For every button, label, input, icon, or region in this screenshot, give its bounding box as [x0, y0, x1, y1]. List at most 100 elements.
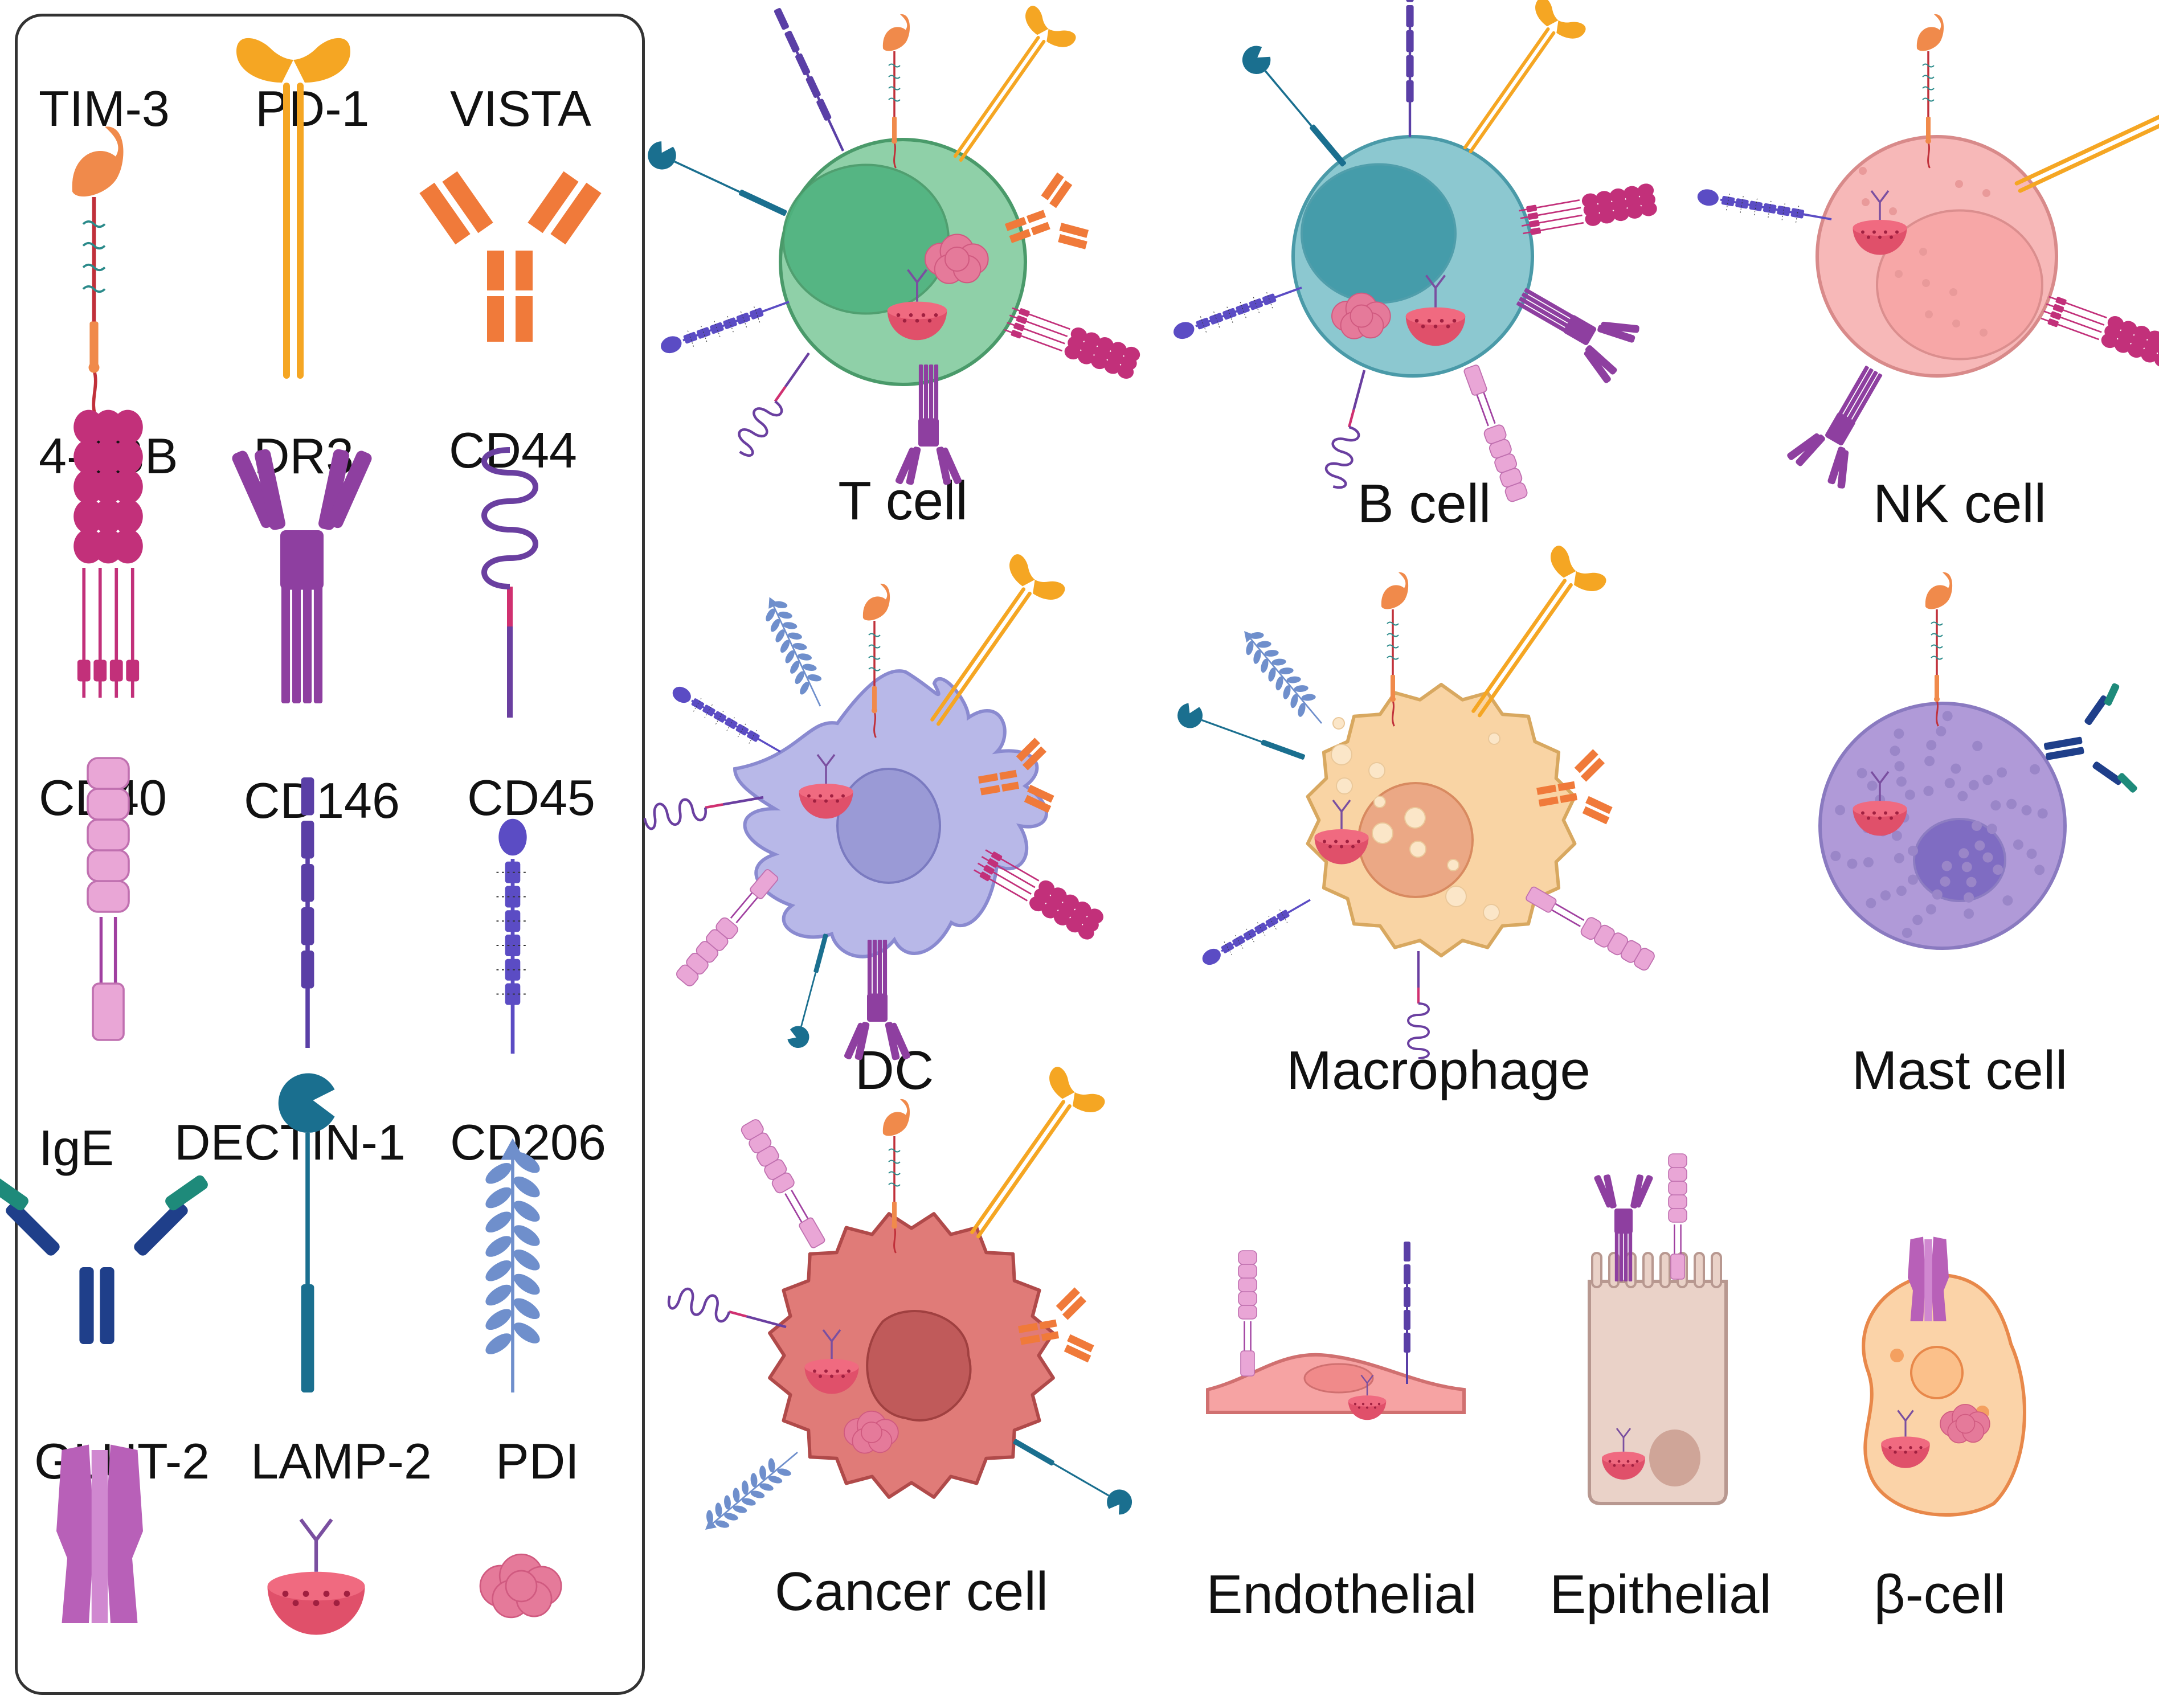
cd45-receptor-icon — [496, 818, 529, 1054]
cell-label-beta-cell: β-cell — [1874, 1564, 2006, 1625]
lamp2-receptor-icon — [887, 269, 947, 341]
tim3-receptor-icon — [882, 1099, 910, 1254]
cd146-receptor-icon — [301, 777, 314, 1048]
legend-label-cd45: CD45 — [467, 769, 595, 826]
tim3-receptor-icon — [1925, 572, 1953, 727]
4-1bb-receptor-icon — [2041, 296, 2159, 368]
cell-label-b-cell: B cell — [1357, 473, 1491, 534]
cd44-receptor-icon — [1324, 370, 1366, 489]
dectin1-receptor-icon — [278, 1073, 335, 1392]
pd1-receptor-icon — [236, 38, 350, 379]
dectin1-receptor-icon — [1013, 1439, 1132, 1515]
cell-label-nk-cell: NK cell — [1872, 473, 2047, 534]
vista-receptor-icon — [978, 738, 1054, 813]
4-1bb-receptor-icon — [73, 409, 143, 698]
tim3-receptor-icon — [1381, 572, 1409, 727]
ige-receptor-icon — [0, 1175, 208, 1344]
cd45-receptor-icon — [1202, 899, 1311, 965]
cd45-receptor-icon — [661, 301, 790, 354]
cd40-receptor-icon — [741, 1119, 825, 1248]
pd1-receptor-icon — [930, 554, 1065, 726]
pd1-receptor-icon — [2014, 108, 2159, 193]
vista-receptor-icon — [1536, 749, 1613, 825]
pd1-receptor-icon — [1463, 0, 1586, 153]
lamp2-receptor-icon — [1405, 275, 1466, 346]
dr3-receptor-icon — [844, 940, 911, 1060]
mast-cell — [1818, 702, 2067, 950]
cd45-receptor-icon — [1173, 286, 1302, 339]
cell-label-macrophage: Macrophage — [1286, 1040, 1590, 1101]
legend-label-pdi: PDI — [496, 1433, 579, 1489]
dr3-receptor-icon — [1516, 288, 1639, 383]
dr3-receptor-icon — [1787, 366, 1883, 489]
cd206-receptor-icon — [485, 1138, 540, 1392]
cd44-receptor-icon — [643, 796, 764, 830]
dectin1-receptor-icon — [1177, 703, 1305, 760]
ige-receptor-icon — [2043, 683, 2137, 793]
cd146-receptor-icon — [1404, 1242, 1410, 1384]
legend-label-vista: VISTA — [450, 80, 591, 137]
legend-label-tim3: TIM-3 — [39, 80, 170, 137]
cell-label-mast-cell: Mast cell — [1851, 1040, 2068, 1101]
tim3-receptor-icon — [1916, 14, 1944, 169]
glut2-receptor-icon — [56, 1444, 143, 1623]
pd1-receptor-icon — [1471, 546, 1606, 718]
legend-label-pd1: PD-1 — [255, 80, 370, 137]
cd40-receptor-icon — [87, 757, 130, 1041]
lamp2-receptor-icon — [1853, 190, 1907, 255]
pdi-receptor-icon — [844, 1410, 899, 1454]
tim3-receptor-icon — [882, 14, 910, 169]
vista-receptor-icon — [419, 171, 602, 342]
dendritic-cell — [733, 669, 1048, 959]
cd146-receptor-icon — [1406, 0, 1414, 137]
lamp2-receptor-icon — [1314, 799, 1369, 865]
pdi-receptor-icon — [479, 1553, 562, 1619]
dr3-receptor-icon — [1594, 1174, 1653, 1281]
legend-label-cd44: CD44 — [449, 422, 577, 478]
cd40-receptor-icon — [1463, 364, 1528, 502]
dectin1-receptor-icon — [1242, 46, 1347, 167]
4-1bb-receptor-icon — [1519, 183, 1657, 235]
cd45-receptor-icon — [672, 686, 781, 753]
dr3-receptor-icon — [232, 449, 372, 703]
cd44-receptor-icon — [481, 447, 538, 718]
endothelial-cell — [1206, 1353, 1466, 1414]
legend-label-lamp2: LAMP-2 — [251, 1433, 432, 1489]
dectin1-receptor-icon — [787, 933, 828, 1048]
pdi-receptor-icon — [1331, 292, 1391, 339]
tim3-receptor-icon — [72, 126, 124, 420]
b-cell — [1291, 135, 1534, 378]
nk-cell — [1815, 135, 2058, 378]
cd146-receptor-icon — [774, 8, 844, 151]
cell-label-cancer-cell: Cancer cell — [774, 1561, 1049, 1622]
cd40-receptor-icon — [676, 869, 779, 986]
cd44-receptor-icon — [738, 352, 810, 457]
legend-label-ige: IgE — [39, 1120, 115, 1176]
t-cell — [779, 138, 1027, 386]
lamp2-receptor-icon — [799, 753, 853, 819]
cd206-receptor-icon — [705, 1451, 798, 1530]
legend-label-cd146: CD146 — [244, 772, 400, 829]
lamp2-receptor-icon — [1348, 1374, 1387, 1420]
pd1-receptor-icon — [953, 6, 1076, 162]
4-1bb-receptor-icon — [974, 849, 1103, 940]
vista-receptor-icon — [1004, 172, 1089, 249]
lamp2-receptor-icon — [804, 1329, 859, 1394]
dectin1-receptor-icon — [648, 141, 787, 216]
pd1-receptor-icon — [970, 1067, 1105, 1239]
cell-label-epithelial: Epithelial — [1549, 1564, 1772, 1625]
cd45-receptor-icon — [1697, 189, 1832, 223]
lamp2-receptor-icon — [1602, 1428, 1645, 1480]
4-1bb-receptor-icon — [1004, 307, 1140, 379]
cd206-receptor-icon — [766, 597, 822, 707]
cd44-receptor-icon — [1407, 951, 1430, 1060]
legend-panel — [15, 14, 645, 1695]
cd40-receptor-icon — [1238, 1250, 1257, 1377]
cd40-receptor-icon — [1668, 1153, 1687, 1280]
cd40-receptor-icon — [1526, 886, 1655, 971]
glut2-receptor-icon — [1908, 1236, 1949, 1321]
cd206-receptor-icon — [1244, 630, 1323, 724]
vista-receptor-icon — [1018, 1287, 1094, 1363]
